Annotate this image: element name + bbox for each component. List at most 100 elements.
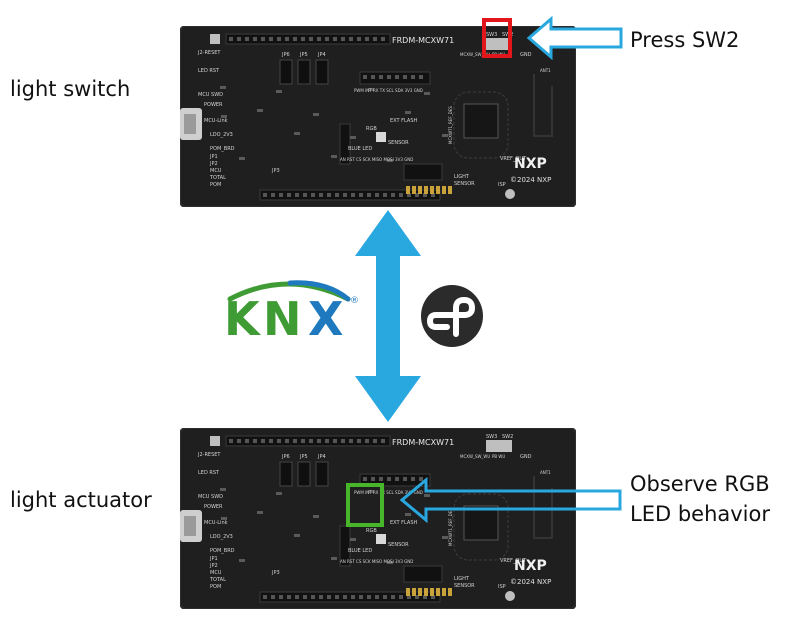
silk-pin-row-top: PWM INT RX TX SCL SDA 3V3 GND [354,490,423,495]
gold-pad [406,588,410,596]
header-pin [269,37,273,41]
header-pin [379,75,383,79]
silk-sensor: SENSOR [388,542,409,548]
smd-component [387,159,393,162]
header-pin [253,37,257,41]
sw3-button [486,38,500,50]
header-pin [263,595,267,599]
gold-pad [442,186,446,194]
header-pin [317,37,321,41]
header-pin [367,193,371,197]
bidirectional-arrow-icon [355,210,421,422]
thread-logo-icon [421,285,483,347]
board-model-label: FRDM-MCXW71 [392,36,454,45]
silk-j2-reset: J2-RESET [197,50,221,56]
silk-light-sensor: SENSOR [454,181,475,187]
silk-sw3: SW3 [486,32,497,38]
board-copyright: ©2024 NXP [510,176,551,184]
header-pin [303,595,307,599]
silk-pb-wu: PB WU [492,454,505,459]
bottom-header-strip [259,189,441,201]
header-pin [381,439,385,443]
silk-isp: ISP [498,584,506,590]
header-pin [403,477,407,481]
header-pin [237,439,241,443]
header-pin [363,477,367,481]
header-pin [293,37,297,41]
sw2-button [498,440,512,452]
header-pin [253,439,257,443]
antenna-trace [533,74,553,137]
smd-component [221,517,227,520]
silk-ant1: ANT1 [540,68,551,73]
reset-button [210,436,220,446]
header-pin [365,439,369,443]
rf-region [453,493,509,561]
silk-vref-out: VREF_OUT [500,156,527,162]
rf-region [453,91,509,159]
smd-component [331,557,337,560]
silk-ldo-2v3: LDO_2V3 [210,132,233,138]
header-pin [387,477,391,481]
usb-connector-inner [184,516,196,536]
silk-light-sensor: SENSOR [454,583,475,589]
gold-pad [412,588,416,596]
header-pin [287,193,291,197]
rgb-led-highlight-box [346,483,384,527]
gold-pad [448,588,452,596]
header-pin [269,439,273,443]
knx-logo: K N X ® [224,280,359,339]
sw3-button [486,440,500,452]
silk-power: POWER [204,102,223,108]
silk-mcu: MCU [210,570,222,576]
silk-ref-des: MCXW71_REF_DES [448,508,453,546]
pcb-body [180,428,576,609]
light-sensor [403,565,443,583]
silk-jp6: JP6 [281,52,290,58]
board-model-label: FRDM-MCXW71 [392,438,454,447]
header-pin [383,193,387,197]
smd-component [313,515,319,518]
gold-pad [418,588,422,596]
silk-pin-row-bottom: AN RST CS SCK MISO MOSI 3V3 GND [340,157,413,162]
header-pin [379,477,383,481]
header-pin [237,37,241,41]
header-pin [399,595,403,599]
jumper-block [297,59,311,85]
header-pin [245,37,249,41]
header-pin [407,595,411,599]
knx-registered-mark: ® [350,296,359,306]
header-pin [357,37,361,41]
header-pin [395,477,399,481]
jumper-block [279,59,293,85]
header-pin [381,37,385,41]
gold-pad [430,588,434,596]
smd-component [350,136,356,139]
side-header [339,525,351,567]
press-sw2-arrow-icon [526,16,623,60]
silk-ldo-2v3: LDO_2V3 [210,534,233,540]
header-pin [383,595,387,599]
header-pin [367,595,371,599]
smd-component [220,488,226,491]
gold-pad [424,186,428,194]
header-pin [287,595,291,599]
gold-pad [430,186,434,194]
header-pin [279,193,283,197]
header-pin [261,37,265,41]
silk-pin-row-bottom: AN RST CS SCK MISO MOSI 3V3 GND [340,559,413,564]
isp-button [505,189,515,199]
header-pin [325,37,329,41]
header-pin [277,439,281,443]
silk-jp6: JP6 [281,454,290,460]
nxp-brand: NXP [514,558,547,574]
smd-component [276,492,282,495]
jumper-block [315,461,329,487]
header-pin [333,37,337,41]
silk-jp5: JP5 [299,52,308,58]
header-pin [327,595,331,599]
silk-vref-out: VREF_OUT [500,558,527,564]
silk-blue-led: BLUE LED [348,146,372,152]
header-pin [333,439,337,443]
header-pin [271,595,275,599]
